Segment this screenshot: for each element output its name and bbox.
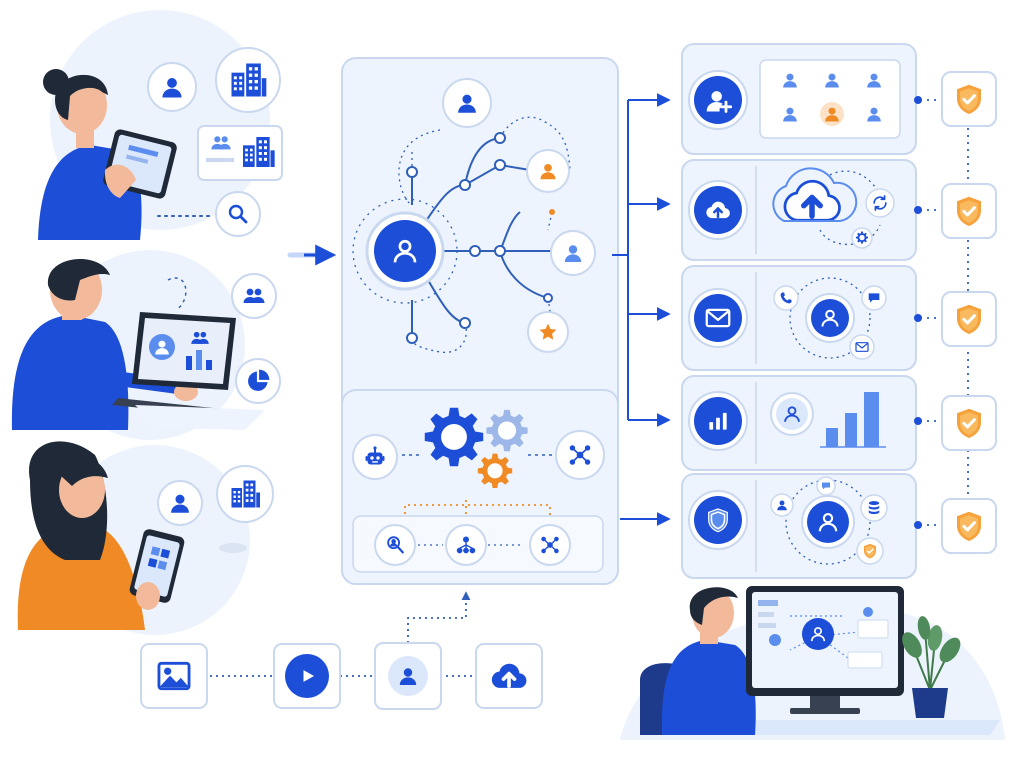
shield-check-icon: [941, 71, 997, 127]
chat-icon: [861, 285, 887, 311]
plant-icon: [902, 616, 961, 718]
monitor: [746, 586, 904, 714]
network-node-user-right: [550, 230, 596, 276]
user-with-phone: [17, 441, 274, 635]
office-building-icon: [215, 47, 281, 113]
network-node-user-orange: [526, 149, 570, 193]
shield-check-icon: [941, 291, 997, 347]
cloud-upload-icon: [475, 643, 543, 709]
search-icon: [215, 191, 261, 237]
distribution-arrows: [612, 93, 671, 526]
shield-check-icon: [941, 498, 997, 554]
service-card-cloud-sync: [681, 159, 917, 261]
hierarchy-icon: [445, 524, 487, 566]
processing-panel: [341, 389, 619, 585]
contact-user-icon: [805, 293, 855, 343]
office-building-icon: [216, 465, 274, 523]
service-card-security: [681, 473, 917, 579]
shield-check-icon: [941, 395, 997, 451]
user-icon: [147, 62, 197, 112]
image-icon: [140, 643, 208, 709]
shield-check-badge-icon: [856, 537, 884, 565]
pie-chart-icon: [235, 358, 281, 404]
network-node-star: [527, 311, 569, 353]
user-with-tablet: [38, 10, 283, 240]
network-node-user-top: [442, 78, 492, 128]
secure-user-icon: [801, 495, 855, 549]
service-card-communications: [681, 265, 917, 371]
play-icon: [273, 643, 341, 709]
team-building-icon: [197, 125, 283, 181]
user-icon: [157, 480, 203, 526]
analytics-bars: [820, 392, 886, 448]
network-icon: [555, 430, 605, 480]
user-grid: [783, 73, 881, 126]
shield-icon: [707, 508, 729, 533]
user-with-laptop: [11, 250, 281, 440]
chat-badge-icon: [816, 476, 836, 496]
sync-icon: [865, 188, 895, 218]
service-card-user-management: [681, 43, 917, 155]
input-sources-row: [140, 591, 543, 710]
user-badge-icon: [770, 493, 794, 517]
search-user-icon: [374, 524, 416, 566]
network-icon: [529, 524, 571, 566]
group-icon: [231, 273, 277, 319]
database-icon: [860, 494, 888, 522]
robot-icon: [352, 434, 398, 480]
admin-at-monitor: [620, 586, 1005, 740]
settings-badge-icon: [851, 227, 873, 249]
analytics-user-icon: [770, 392, 814, 436]
laptop-icon: [112, 312, 238, 418]
mail-badge-icon: [849, 334, 875, 360]
shield-check-icon: [941, 183, 997, 239]
service-cards: [681, 43, 997, 579]
user-icon: [374, 642, 442, 710]
network-hub-user: [365, 211, 445, 291]
service-card-analytics: [681, 375, 917, 471]
phone-call-icon: [773, 285, 799, 311]
